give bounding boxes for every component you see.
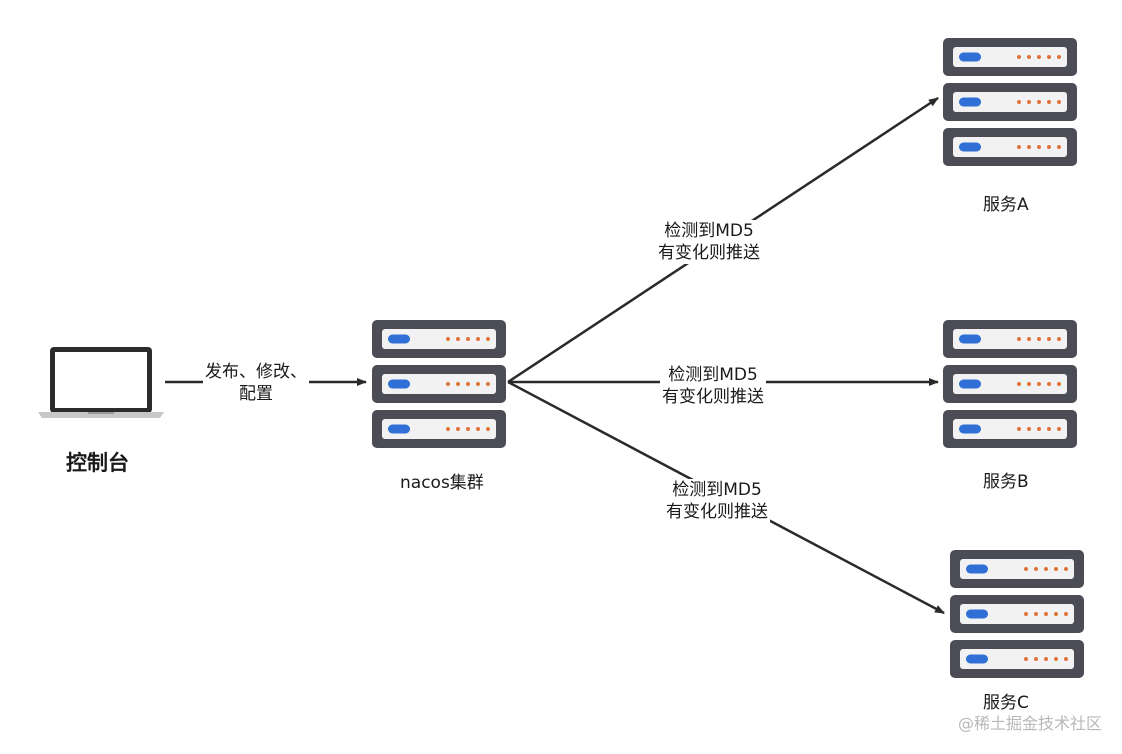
laptop-icon (38, 347, 164, 418)
edge-label-push-a-line1: 检测到MD5 (664, 221, 754, 241)
nacos-server-stack-icon (372, 320, 506, 448)
service-c-label: 服务C (983, 693, 1029, 713)
edge-label-push-a-line2: 有变化则推送 (658, 243, 760, 263)
edge-label-push-a: 检测到MD5 有变化则推送 (656, 220, 762, 264)
service-a-label: 服务A (983, 195, 1029, 215)
console-label: 控制台 (66, 451, 129, 475)
edge-label-push-b-line1: 检测到MD5 (668, 365, 758, 385)
service-b-server-stack-icon (943, 320, 1077, 448)
edge-label-push-c-line2: 有变化则推送 (666, 502, 768, 522)
edge-label-push-b: 检测到MD5 有变化则推送 (660, 364, 766, 408)
cluster-label: nacos集群 (400, 473, 484, 493)
edge-label-push-c-line1: 检测到MD5 (672, 480, 762, 500)
edge-label-publish-line1: 发布、修改、 (205, 362, 307, 382)
service-a-server-stack-icon (943, 38, 1077, 166)
watermark: @稀土掘金技术社区 (957, 714, 1102, 733)
service-c-server-stack-icon (950, 550, 1084, 678)
service-b-label: 服务B (983, 472, 1029, 492)
edge-label-publish: 发布、修改、 配置 (203, 361, 309, 405)
edge-label-publish-line2: 配置 (239, 384, 273, 404)
edge-label-push-c: 检测到MD5 有变化则推送 (664, 479, 770, 523)
edge-label-push-b-line2: 有变化则推送 (662, 387, 764, 407)
